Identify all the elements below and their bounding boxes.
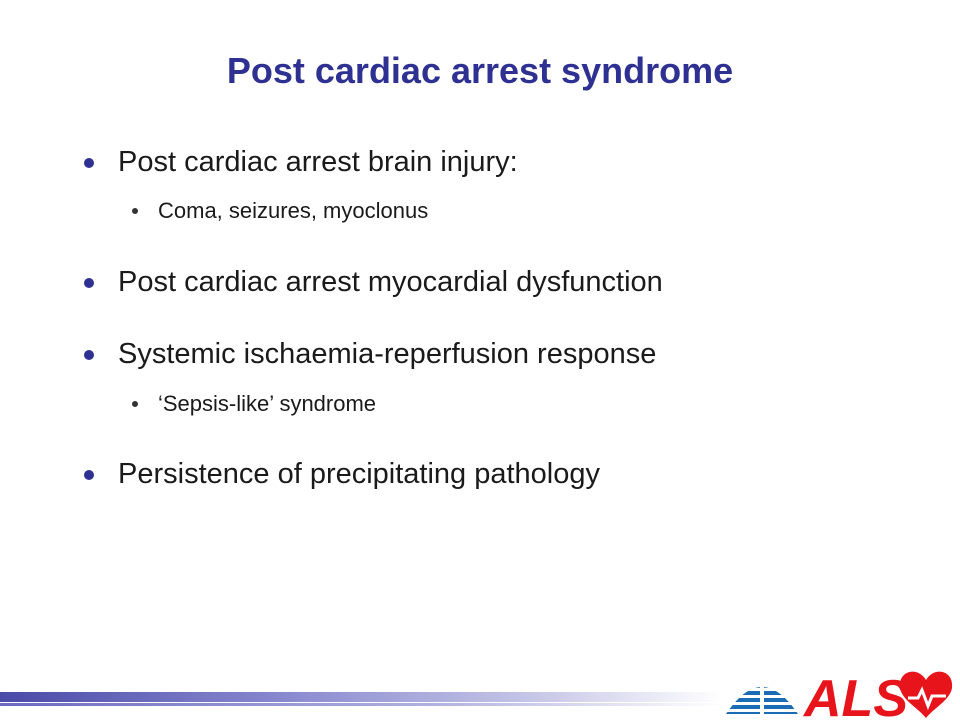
sub-bullet-dot-icon xyxy=(132,208,138,214)
bullet-text: Post cardiac arrest myocardial dysfuncti… xyxy=(118,266,663,298)
bullet-item: Persistence of precipitating pathology xyxy=(84,458,600,491)
bullet-text: Systemic ischaemia-reperfusion response xyxy=(118,338,657,370)
bullet-item: Post cardiac arrest myocardial dysfuncti… xyxy=(84,266,663,299)
bullet-dot-icon xyxy=(84,349,94,360)
bullet-item: Systemic ischaemia-reperfusion response xyxy=(84,338,656,371)
bullet-dot-icon xyxy=(84,469,94,480)
bullet-item: Post cardiac arrest brain injury: xyxy=(84,146,518,179)
sub-bullet-item: Coma, seizures, myoclonus xyxy=(132,198,428,224)
globe-icon xyxy=(726,678,798,716)
sub-bullet-text: Coma, seizures, myoclonus xyxy=(158,198,429,223)
als-logo-graphic: ALS xyxy=(726,670,953,725)
footer-divider-thin xyxy=(0,703,722,706)
sub-bullet-dot-icon xyxy=(132,401,138,407)
sub-bullet-item: ‘Sepsis-like’ syndrome xyxy=(132,391,376,417)
footer-divider xyxy=(0,692,722,702)
slide-title: Post cardiac arrest syndrome xyxy=(226,50,734,91)
bullet-dot-icon xyxy=(84,157,94,168)
bullet-dot-icon xyxy=(84,277,94,288)
bullet-text: Persistence of precipitating pathology xyxy=(118,458,601,490)
logo-text: ALS xyxy=(802,670,908,720)
bullet-text: Post cardiac arrest brain injury: xyxy=(118,146,518,178)
als-logo: ALS xyxy=(722,664,958,725)
sub-bullet-text: ‘Sepsis-like’ syndrome xyxy=(158,391,377,416)
heart-icon xyxy=(899,671,953,718)
